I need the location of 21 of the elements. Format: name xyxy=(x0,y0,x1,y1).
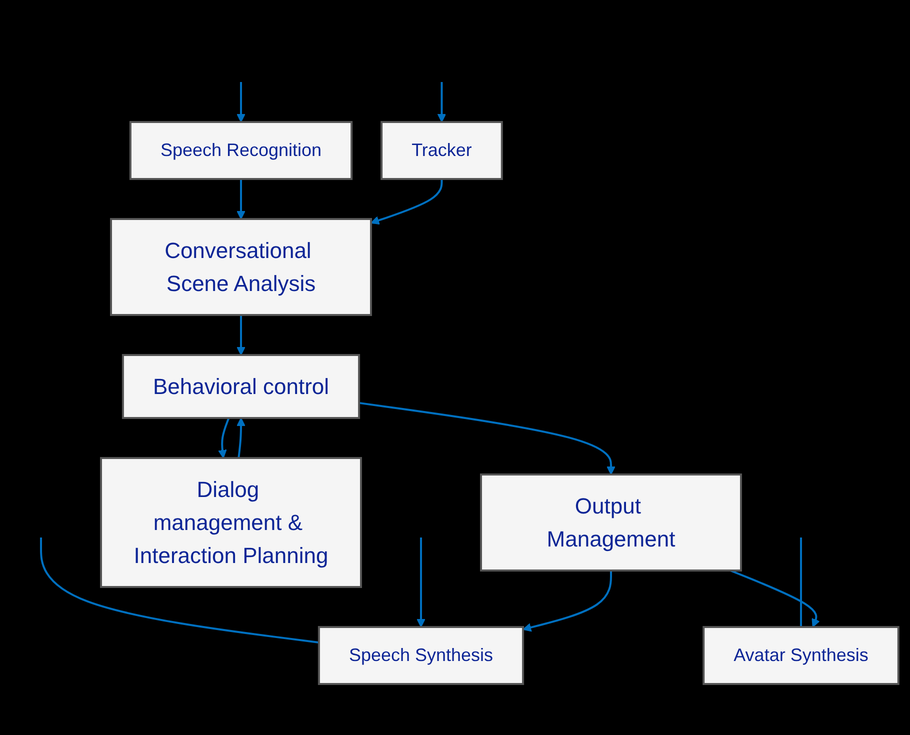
node-box: Speech Recognition xyxy=(130,120,353,180)
connector xyxy=(40,537,320,643)
arrow xyxy=(416,537,426,627)
arrow xyxy=(236,314,246,355)
node-box: Conversational Scene Analysis xyxy=(110,218,372,316)
connector xyxy=(800,537,802,626)
node-box: Avatar Synthesis xyxy=(702,626,900,684)
node-box: Dialog management & Interaction Planning xyxy=(100,456,362,588)
arrow xyxy=(438,82,446,122)
node-box: Speech Synthesis xyxy=(318,626,524,684)
node-box: Output Management xyxy=(480,473,742,571)
arrow xyxy=(370,178,444,224)
arrow xyxy=(359,401,616,474)
arrow xyxy=(218,417,230,458)
arrow xyxy=(236,417,246,458)
arrow xyxy=(236,82,246,122)
arrow xyxy=(236,178,246,219)
node-box: Tracker xyxy=(380,120,504,180)
arrow xyxy=(522,570,612,632)
arrow xyxy=(730,569,820,627)
node-box: Behavioral control xyxy=(122,354,360,418)
